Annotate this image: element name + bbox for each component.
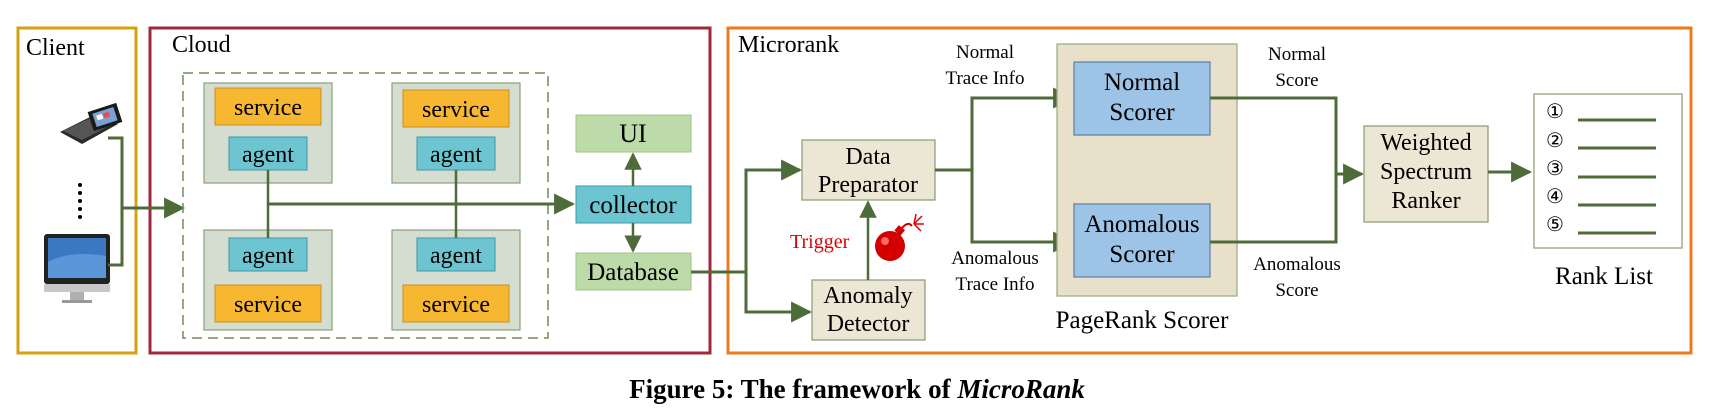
data-preparator-line2: Preparator (818, 172, 918, 198)
agent-box (416, 136, 496, 171)
client-panel (16, 26, 138, 355)
rank-item-1: ① (1546, 101, 1564, 123)
data-preparator-box (801, 139, 936, 201)
normal-trace-info-line2: Trace Info (946, 68, 1025, 89)
pagerank-scorer-label: PageRank Scorer (1056, 307, 1230, 334)
anomalous-trace-info-line2: Trace Info (956, 274, 1035, 295)
caption-prefix: Figure 5: The framework of (629, 374, 957, 404)
anomalous-score-line2: Score (1275, 280, 1318, 301)
service-box (402, 284, 510, 323)
normal-scorer-line1: Normal (1104, 69, 1180, 96)
figure-caption: Figure 5: The framework of MicroRank (629, 374, 1085, 404)
anomaly-detector-box (811, 279, 926, 341)
agent-box (228, 237, 308, 272)
ui-box (575, 114, 692, 153)
rank-item-3: ③ (1546, 158, 1564, 180)
trigger-label: Trigger (790, 231, 850, 253)
collector-box (575, 185, 692, 224)
cloud-panel (148, 26, 712, 355)
client-title: Client (26, 35, 85, 61)
rank-list-title: Rank List (1555, 263, 1653, 290)
ui-label: UI (619, 119, 646, 148)
normal-score-line2: Score (1275, 70, 1318, 91)
normal-scorer-line2: Scorer (1109, 99, 1175, 126)
service-label: service (234, 292, 302, 318)
ranker-line3: Ranker (1391, 188, 1460, 214)
anomalous-scorer-line2: Scorer (1109, 241, 1175, 268)
cloud-title: Cloud (172, 32, 231, 58)
agent-label: agent (430, 243, 482, 269)
agent-label: agent (242, 243, 294, 269)
desktop-monitor-icon (44, 234, 110, 303)
service-label: service (422, 97, 490, 123)
rank-item-4: ④ (1546, 186, 1564, 208)
service-box (402, 89, 510, 128)
weighted-spectrum-ranker-box (1363, 125, 1489, 223)
anomalous-scorer-box (1073, 203, 1211, 278)
agent-box (228, 136, 308, 171)
service-box (214, 87, 322, 126)
rank-item-2: ② (1546, 130, 1564, 152)
anomalous-scorer-line1: Anomalous (1084, 211, 1199, 238)
anomalous-score-line1: Anomalous (1253, 254, 1341, 275)
anomaly-detector-line1: Anomaly (823, 283, 912, 309)
caption-emphasis: MicroRank (956, 374, 1085, 404)
bomb-icon (875, 213, 924, 261)
collector-label: collector (589, 192, 677, 219)
agent-label: agent (242, 142, 294, 168)
service-box (214, 284, 322, 323)
service-label: service (422, 292, 490, 318)
ranker-line1: Weighted (1380, 130, 1471, 156)
anomaly-detector-line2: Detector (827, 311, 910, 337)
microrank-panel (726, 26, 1693, 355)
ranker-line2: Spectrum (1380, 159, 1472, 185)
service-label: service (234, 95, 302, 121)
anomalous-trace-info-line1: Anomalous (951, 248, 1039, 269)
normal-trace-info-line1: Normal (956, 42, 1014, 63)
agent-label: agent (430, 142, 482, 168)
normal-score-line1: Normal (1268, 44, 1326, 65)
ellipsis-dots (78, 183, 82, 219)
rank-item-5: ⑤ (1546, 214, 1564, 236)
database-box (575, 252, 692, 291)
database-label: Database (587, 259, 679, 286)
laptop-icon (60, 102, 123, 144)
data-preparator-line1: Data (845, 144, 891, 170)
rank-list-items: ① ② ③ ④ ⑤ (1546, 101, 1656, 236)
microrank-title: Microrank (738, 32, 839, 58)
agent-box (416, 237, 496, 272)
normal-scorer-box (1073, 61, 1211, 136)
